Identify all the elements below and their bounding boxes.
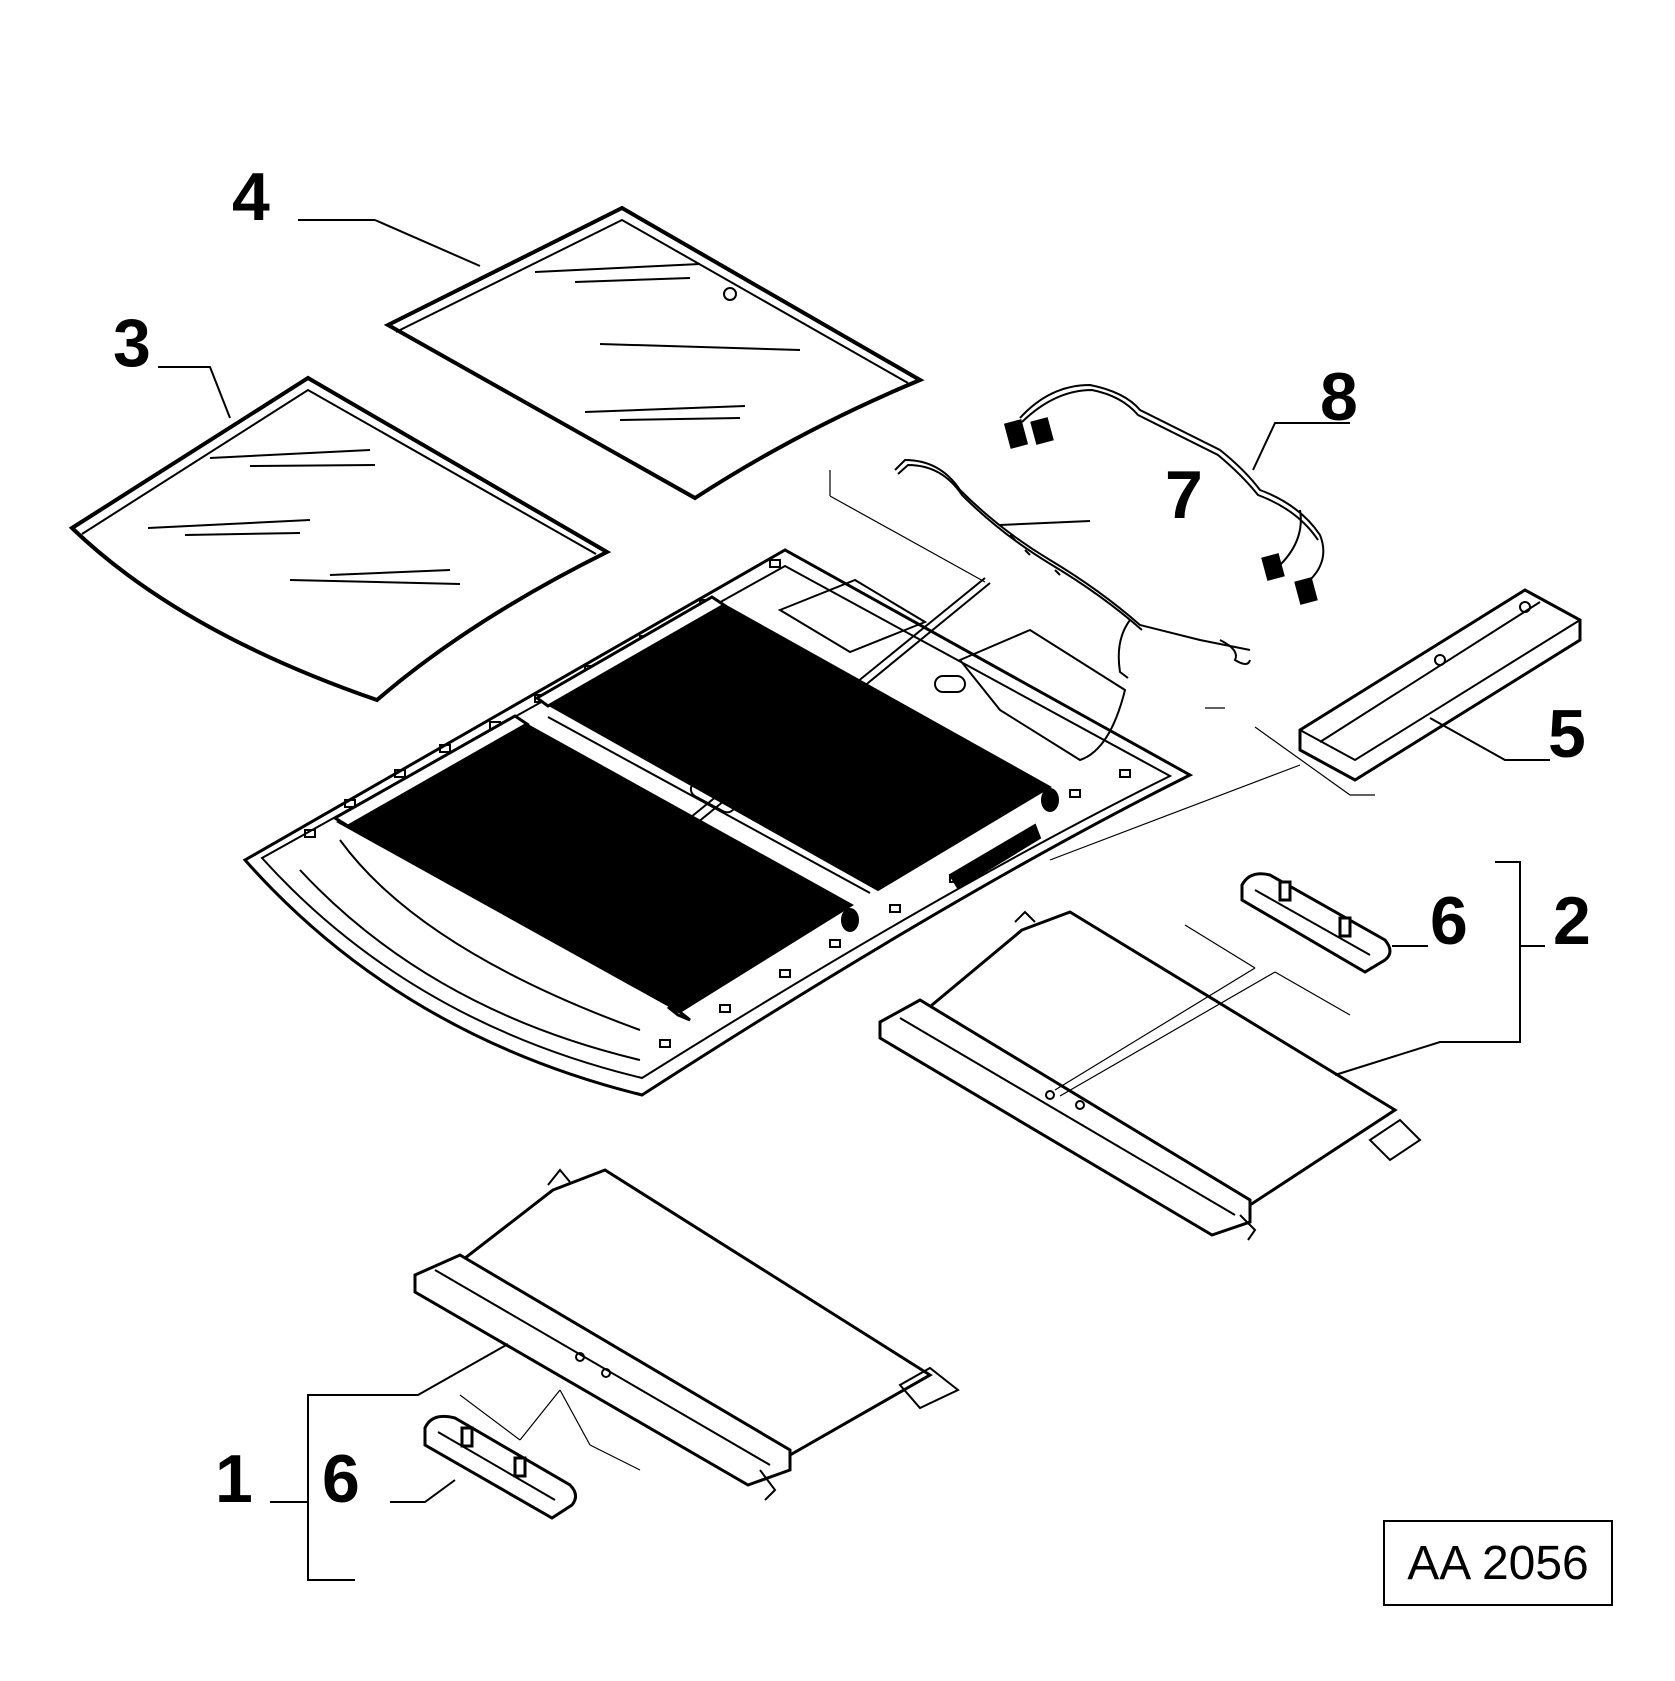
cable-8 (1003, 383, 1350, 605)
callout-3: 3 (113, 305, 151, 381)
callout-bracket-1 (270, 1343, 509, 1581)
leader-3 (158, 366, 231, 419)
callout-8: 8 (1320, 359, 1358, 435)
callout-6-upper: 6 (1430, 883, 1468, 959)
rail-bracket-5 (1049, 588, 1582, 861)
glass-panel-4 (383, 205, 925, 501)
drawing-code-label: AA 2056 (1383, 1520, 1613, 1606)
callout-1: 1 (215, 1441, 253, 1517)
callout-5: 5 (1548, 696, 1586, 772)
callout-6-lower: 6 (322, 1441, 360, 1517)
callout-4: 4 (232, 159, 270, 235)
roof-frame (242, 548, 1194, 1097)
handle-6-upper (1240, 872, 1392, 974)
glass-panel-3 (68, 375, 612, 703)
handle-6-lower (423, 1414, 577, 1520)
shade-assembly-1 (413, 1168, 960, 1501)
wire-harness-7 (829, 458, 1251, 679)
callout-2: 2 (1553, 883, 1591, 959)
callout-7: 7 (1165, 457, 1203, 533)
callout-bracket-2 (1334, 861, 1545, 1076)
shade-assembly-2 (878, 910, 1422, 1241)
leader-4b (374, 219, 481, 267)
